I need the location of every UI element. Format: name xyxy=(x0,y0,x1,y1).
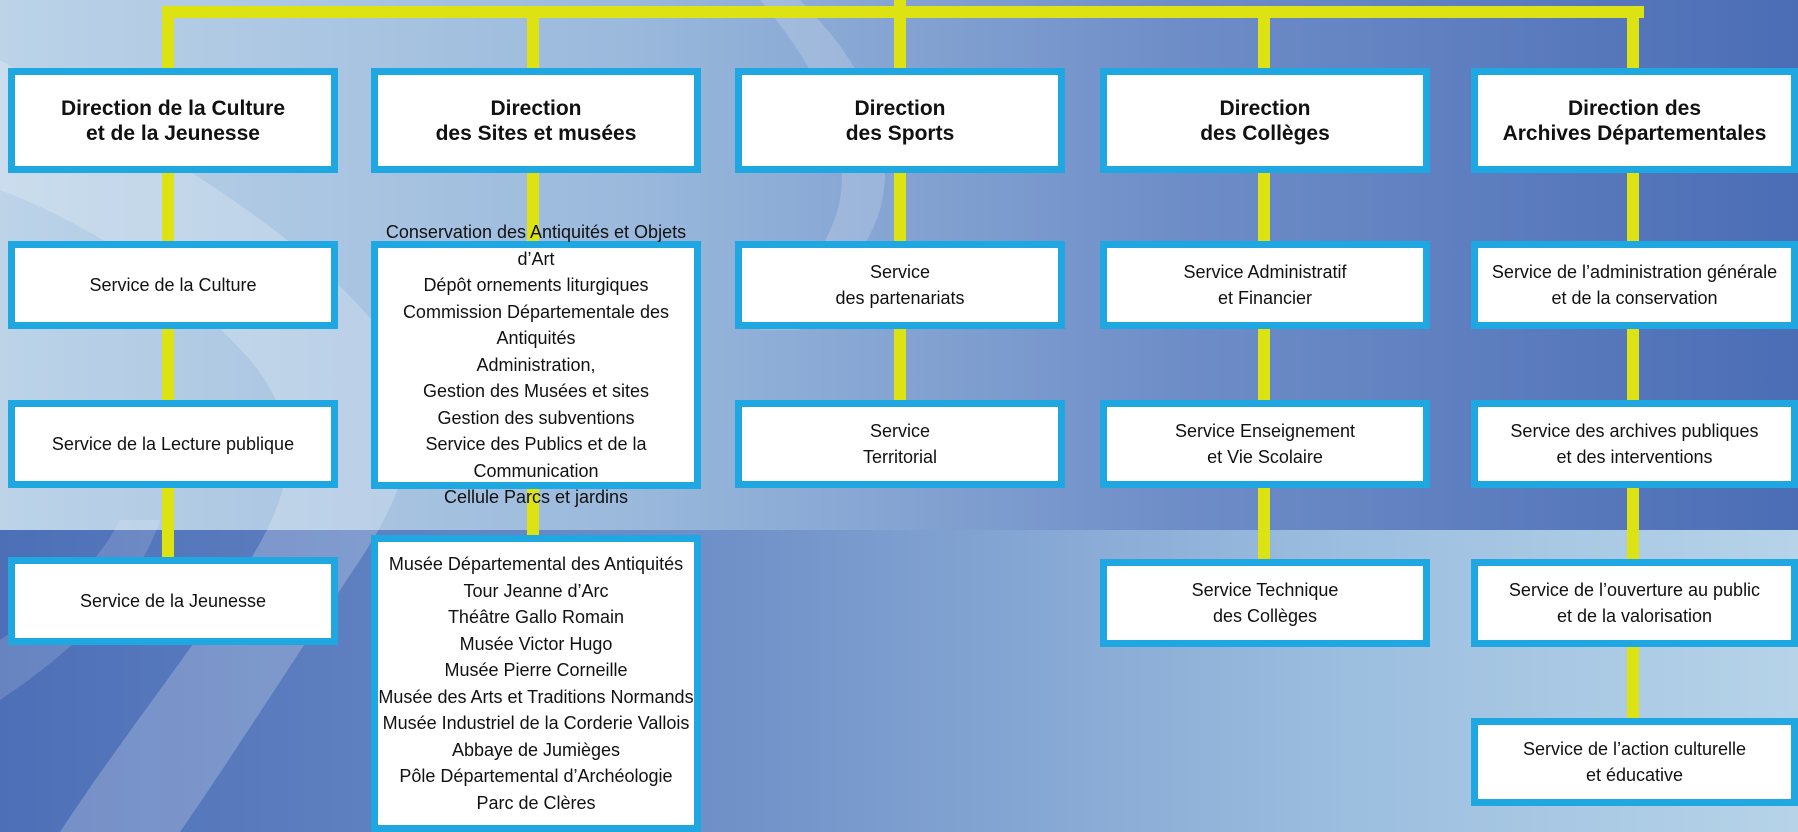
connector-col3 xyxy=(894,6,906,406)
service-box: Service des archives publiques et des in… xyxy=(1471,400,1798,488)
service-label: Service de la Jeunesse xyxy=(79,590,267,611)
service-label: Service Technique des Collèges xyxy=(1191,579,1339,627)
service-label: Service de la Lecture publique xyxy=(51,433,295,454)
service-box: Service de la Culture xyxy=(8,241,338,329)
direction-box-sports: Direction des Sports xyxy=(735,68,1065,173)
service-box: Musée Départemental des Antiquités Tour … xyxy=(371,535,701,832)
direction-title: Direction des Sites et musées xyxy=(435,96,637,145)
service-label: Service de l’administration générale et … xyxy=(1491,261,1778,309)
service-box: Service Territorial xyxy=(735,400,1065,488)
service-box: Service Enseignement et Vie Scolaire xyxy=(1100,400,1430,488)
direction-title: Direction des Archives Départementales xyxy=(1502,96,1767,145)
direction-box-sites-musees: Direction des Sites et musées xyxy=(371,68,701,173)
direction-title: Direction des Sports xyxy=(845,96,955,145)
direction-title: Direction de la Culture et de la Jeuness… xyxy=(60,96,286,145)
service-label: Conservation des Antiquités et Objets d’… xyxy=(385,222,687,508)
service-label: Service de la Culture xyxy=(89,274,257,295)
service-box: Service de l’administration générale et … xyxy=(1471,241,1798,329)
service-label: Service de l’ouverture au public et de l… xyxy=(1508,579,1761,627)
service-label: Service Administratif et Financier xyxy=(1183,261,1347,309)
service-box: Service de l’action culturelle et éducat… xyxy=(1471,718,1798,806)
service-label: Musée Départemental des Antiquités Tour … xyxy=(378,554,694,813)
direction-title: Direction des Collèges xyxy=(1200,96,1330,145)
service-box: Service de l’ouverture au public et de l… xyxy=(1471,559,1798,647)
service-box: Conservation des Antiquités et Objets d’… xyxy=(371,222,701,507)
service-label: Service Enseignement et Vie Scolaire xyxy=(1174,420,1356,468)
service-box: Service des partenariats xyxy=(735,241,1065,329)
service-box: Service Administratif et Financier xyxy=(1100,241,1430,329)
service-label: Service des archives publiques et des in… xyxy=(1510,420,1759,468)
connector-col5 xyxy=(1627,6,1639,726)
direction-box-colleges: Direction des Collèges xyxy=(1100,68,1430,173)
direction-box-culture: Direction de la Culture et de la Jeuness… xyxy=(8,68,338,173)
service-label: Service de l’action culturelle et éducat… xyxy=(1522,738,1747,786)
service-label: Service Territorial xyxy=(862,420,937,468)
service-label: Service des partenariats xyxy=(835,261,965,309)
direction-box-archives: Direction des Archives Départementales xyxy=(1471,68,1798,173)
service-box: Service Technique des Collèges xyxy=(1100,559,1430,647)
service-box: Service de la Jeunesse xyxy=(8,557,338,645)
service-box: Service de la Lecture publique xyxy=(8,400,338,488)
